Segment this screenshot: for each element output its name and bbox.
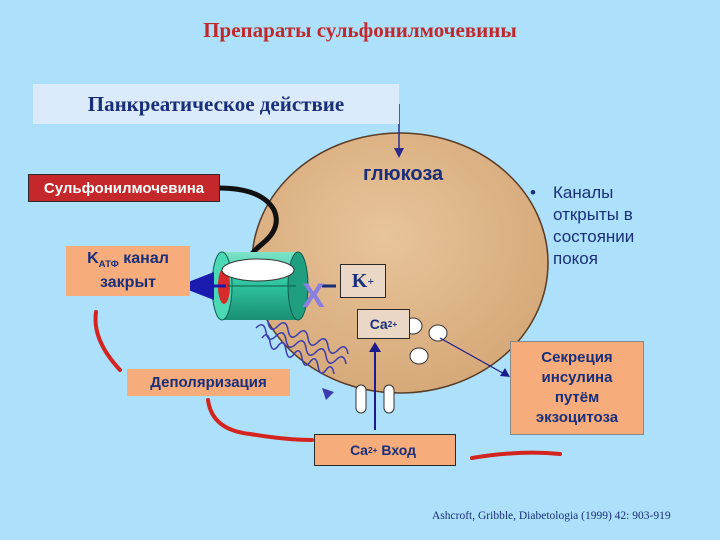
membrane-coil-3 [261, 334, 335, 375]
ca-influx-arrowhead [369, 342, 381, 352]
insulin-secretion-box: Секреция инсулина путём экзоцитоза [510, 341, 644, 435]
bullet-marker: • [530, 183, 536, 202]
calcium-entry-charge: 2+ [367, 445, 378, 455]
secretion-line: экзоцитоза [535, 409, 619, 426]
flow-curve-ca-to-secretion [470, 450, 562, 460]
sulfonylurea-label: Сульфонилмочевина [28, 174, 220, 202]
katp-channel [211, 251, 309, 321]
katp-line-1: KАТФ канал [87, 250, 169, 274]
pancreatic-action-box: Панкреатическое действие [33, 84, 399, 124]
calcium-entry-word: Вход [377, 442, 420, 458]
citation: Ashcroft, Gribble, Diabetologia (1999) 4… [432, 510, 671, 522]
vesicle [409, 347, 429, 365]
glucose-label: глюкоза [363, 163, 444, 185]
secretion-line: инсулина [541, 369, 613, 386]
ca-channel-left [355, 384, 367, 414]
coil-arrowhead [322, 388, 334, 400]
ca-channel-right [383, 384, 395, 414]
depolarization-box: Деполяризация [127, 369, 290, 396]
exocytosis-arrowhead [500, 368, 510, 377]
slide-title: Препараты сульфонилмочевины [203, 18, 517, 42]
katp-line-2: закрыт [100, 274, 156, 292]
calcium-entry-symbol: Ca [350, 442, 368, 458]
potassium-ion-box: K+ [340, 264, 386, 298]
secretion-line: Секреция [541, 349, 613, 366]
katp-channel-word: канал [118, 249, 169, 267]
potassium-charge: + [367, 273, 375, 288]
calcium-inside-charge: 2+ [387, 319, 398, 329]
katp-subscript: АТФ [98, 259, 119, 271]
membrane-coil [257, 314, 349, 355]
vesicle [428, 324, 448, 342]
bullet-text: Каналы открыты в состоянии покоя [553, 183, 635, 268]
flow-curve-depol-to-ca [206, 398, 314, 442]
block-mark: X [302, 277, 325, 315]
katp-channel-closed-box: KАТФ канал закрыт [66, 246, 190, 296]
secretion-line: путём [554, 389, 600, 406]
flow-curve-katp-to-depol [93, 310, 122, 372]
potassium-symbol: K [351, 269, 368, 292]
glucose-arrowhead [394, 148, 404, 158]
exocytosis-arrow [439, 337, 509, 377]
katp-k: K [87, 249, 99, 267]
calcium-inside-symbol: Ca [369, 316, 388, 332]
